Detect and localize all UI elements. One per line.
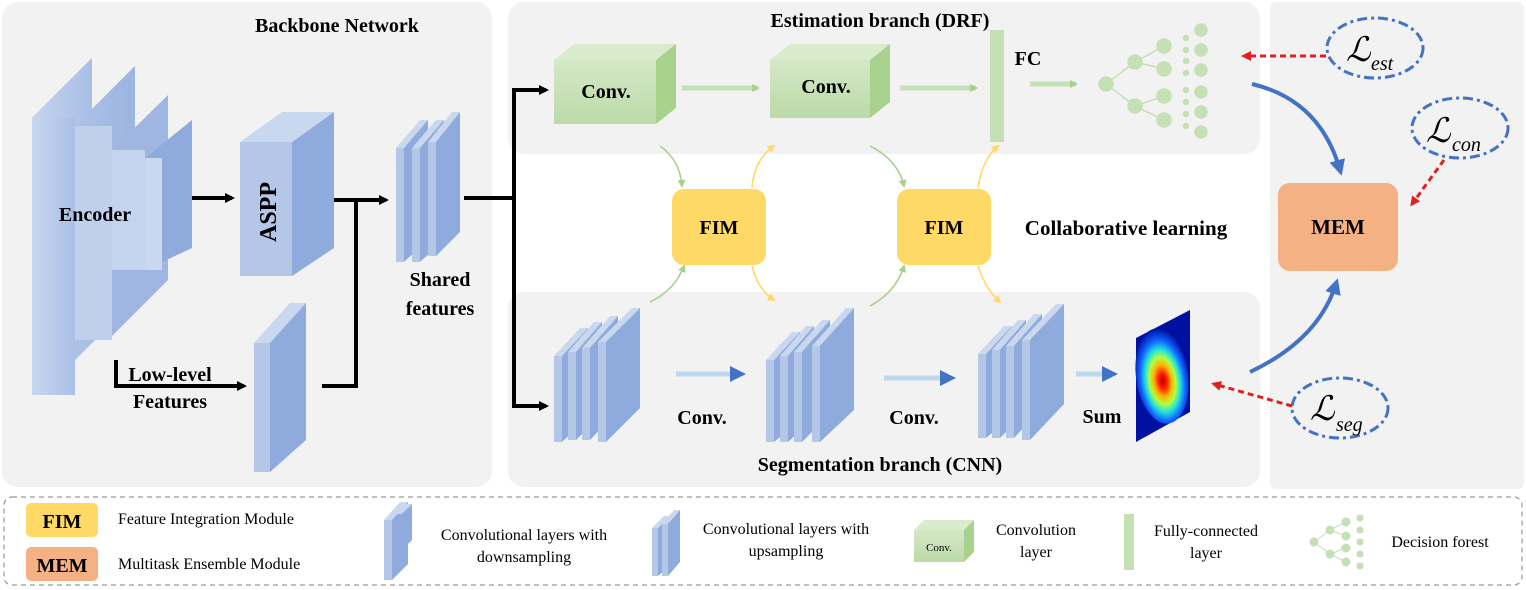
segmentation-title: Segmentation branch (CNN)	[758, 454, 1002, 476]
segmentation-heatmap	[1135, 310, 1190, 442]
fim1-out-arrow-top	[751, 144, 776, 189]
seg-layers-2	[766, 308, 854, 442]
legend-down-line-1: Convolutional layers with	[441, 527, 607, 544]
legend-mem-desc: Multitask Ensemble Module	[118, 556, 300, 573]
legend-down-line-2: downsampling	[477, 549, 571, 566]
encoder-label: Encoder	[59, 204, 131, 226]
backbone-title: Backbone Network	[255, 15, 420, 37]
loss-est-symbol: ℒ	[1346, 30, 1372, 70]
sum-label: Sum	[1083, 406, 1122, 428]
legend-mem-swatch	[26, 547, 98, 581]
loss-seg-symbol: ℒ	[1310, 389, 1336, 429]
loss-con-subscript: con	[1452, 134, 1481, 156]
shared-label-2: features	[406, 298, 475, 320]
fim2-out-arrow-bottom	[977, 265, 1002, 304]
shared-label-1: Shared	[410, 269, 471, 291]
loss-con-symbol: ℒ	[1426, 111, 1452, 151]
low-level-arrow	[114, 360, 247, 391]
legend-mem-abbr: MEM	[36, 555, 87, 577]
aspp-label: ASPP	[256, 182, 282, 242]
estimation-title: Estimation branch (DRF)	[771, 10, 990, 32]
legend-fim-desc: Feature Integration Module	[118, 511, 294, 528]
loss-seg-arrow	[1211, 381, 1293, 408]
est-conv-block-2	[770, 44, 890, 118]
decision-forest-icon	[1098, 23, 1208, 139]
legend-fc-line-1: Fully-connected	[1154, 523, 1258, 540]
seg-to-mem-arrow	[1249, 278, 1341, 374]
loss-con-arrow	[1410, 159, 1446, 207]
est-to-mem-arrow	[1251, 82, 1345, 176]
shared-features-block	[396, 112, 460, 262]
loss-con: ℒ con	[1410, 96, 1510, 160]
legend-conv-icon	[914, 520, 974, 562]
est-conv-label-2: Conv.	[801, 76, 850, 98]
legend-up-line-1: Convolutional layers with	[703, 521, 869, 538]
fim1-in-arrow-bottom	[649, 264, 686, 303]
low-level-label-1: Low-level	[128, 364, 212, 386]
mem-module	[1278, 183, 1398, 271]
legend-upsampling-icon	[652, 510, 680, 576]
low-level-block	[254, 303, 306, 472]
legend-forest-icon	[1309, 514, 1364, 570]
seg-conv-label-2: Conv.	[889, 407, 938, 429]
legend-conv-icon-label: Conv.	[926, 542, 952, 554]
fim-module-2	[897, 189, 991, 265]
lowlevel-merge-line	[322, 200, 358, 388]
fc-layer	[990, 30, 1004, 142]
legend-panel	[3, 496, 1523, 586]
legend-fim-swatch	[26, 503, 98, 537]
loss-est-subscript: est	[1371, 53, 1394, 75]
est-conv-label-1: Conv.	[581, 81, 630, 103]
fim-label-2: FIM	[925, 217, 964, 239]
legend-downsampling-icon	[384, 502, 412, 580]
low-level-label-2: Features	[133, 391, 207, 413]
fim2-in-arrow-top	[869, 145, 907, 188]
legend-conv-line-2: layer	[1020, 544, 1053, 561]
legend-fim-abbr: FIM	[43, 511, 82, 533]
fc-label: FC	[1015, 48, 1042, 70]
collaborative-label: Collaborative learning	[1025, 216, 1228, 240]
est-conv-block-1	[554, 44, 676, 124]
loss-seg: ℒ seg	[1290, 376, 1390, 440]
seg-layers-1	[554, 308, 640, 442]
segmentation-panel	[508, 292, 1260, 487]
seg-conv-label-1: Conv.	[677, 407, 726, 429]
seg-layers-3	[978, 304, 1064, 440]
encoder-block	[32, 58, 192, 395]
fim2-in-arrow-bottom	[869, 264, 907, 307]
fim-label-1: FIM	[700, 217, 739, 239]
legend-up-line-2: upsampling	[749, 543, 824, 560]
fim1-out-arrow-bottom	[751, 265, 776, 302]
legend-conv-line-1: Convolution	[996, 522, 1076, 539]
legend-fc-icon	[1124, 514, 1134, 570]
mem-label: MEM	[1311, 215, 1365, 239]
fim1-in-arrow-top	[659, 145, 686, 188]
aspp-block	[240, 112, 334, 276]
loss-seg-subscript: seg	[1336, 414, 1363, 436]
fim-module-1	[672, 189, 766, 265]
legend-fc-line-2: layer	[1190, 545, 1223, 562]
loss-est: ℒ est	[1325, 16, 1425, 80]
fim2-out-arrow-top	[977, 144, 1000, 189]
legend-forest-label: Decision forest	[1391, 534, 1489, 551]
